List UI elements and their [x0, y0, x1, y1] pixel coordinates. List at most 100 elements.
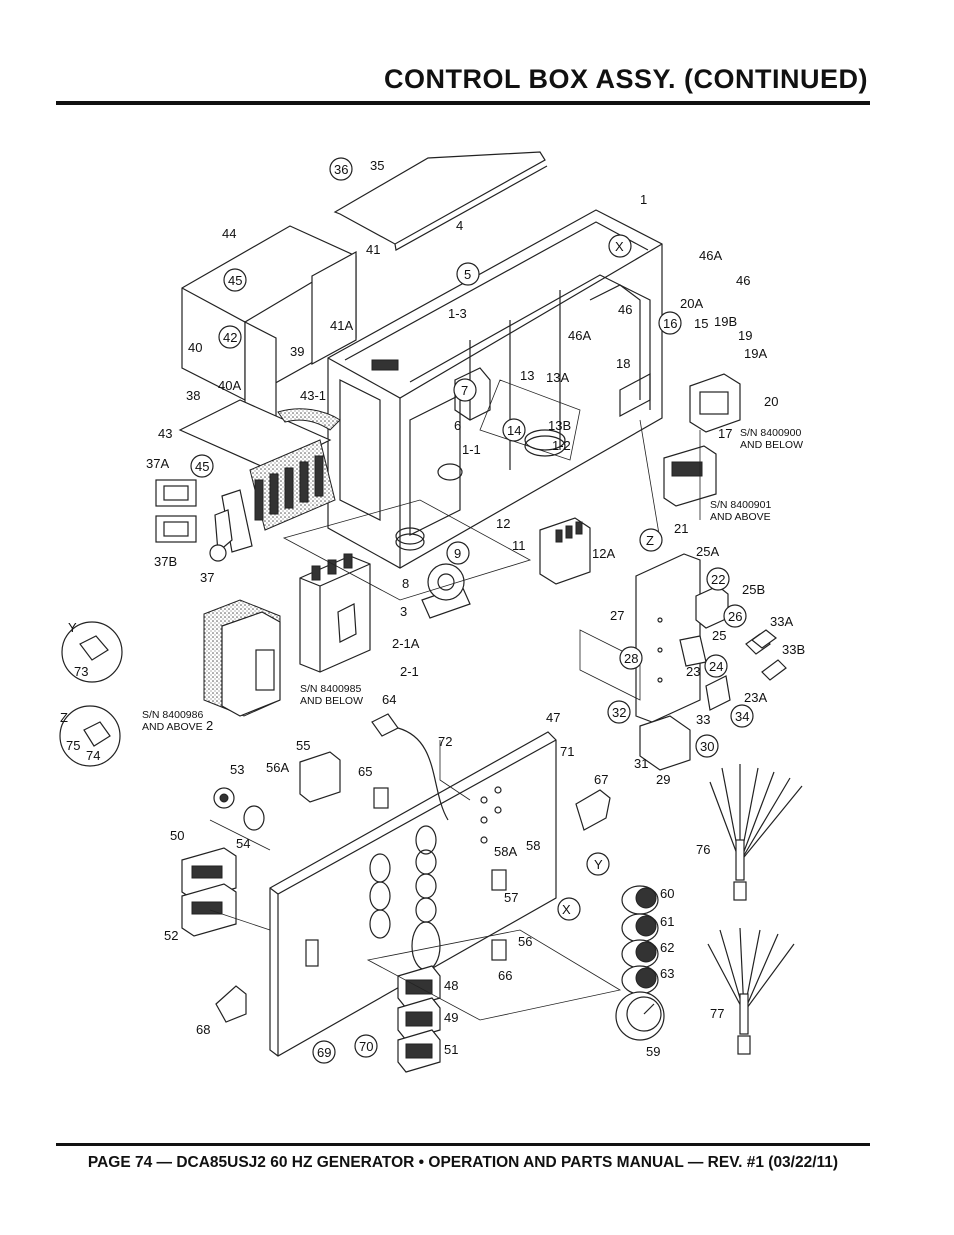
label: 6: [454, 418, 461, 433]
label: 2-1A: [392, 636, 420, 651]
gauge-62: [621, 939, 659, 969]
label: 1-3: [448, 306, 467, 321]
label: 11: [512, 538, 526, 553]
label: 47: [546, 710, 560, 725]
label: 77: [710, 1006, 724, 1021]
header-rule: [56, 101, 870, 105]
label: 64: [382, 692, 396, 707]
label: 62: [660, 940, 674, 955]
subpanel-21: [635, 553, 731, 723]
wire-harness-77: [707, 927, 795, 1055]
label: 37: [200, 570, 214, 585]
label: X: [615, 239, 624, 254]
label: 9: [454, 546, 461, 561]
label: 18: [616, 356, 630, 371]
label: 48: [444, 978, 458, 993]
label: 56: [518, 934, 532, 949]
label: 12A: [592, 546, 615, 561]
label: Y: [594, 857, 603, 872]
label: 2: [206, 718, 213, 733]
label: 33B: [782, 642, 805, 657]
label: 3: [400, 604, 407, 619]
circuit-breaker-2-alt: [203, 599, 281, 717]
label: 43: [158, 426, 172, 441]
label: 71: [560, 744, 574, 759]
cap-54: [243, 805, 265, 831]
label: 56A: [266, 760, 289, 775]
meter-49: [397, 997, 441, 1041]
label: 40: [188, 340, 202, 355]
label: 19A: [744, 346, 767, 361]
bracket-68: [215, 985, 247, 1023]
switch-57: [491, 869, 507, 891]
label: 76: [696, 842, 710, 857]
label: 25: [712, 628, 726, 643]
label: 4: [456, 218, 463, 233]
label: 65: [358, 764, 372, 779]
label: 1-2: [552, 438, 571, 453]
label: 2-1: [400, 664, 419, 679]
label: 57: [504, 890, 518, 905]
label: 53: [230, 762, 244, 777]
meter-51: [397, 1029, 441, 1073]
label: 15: [694, 316, 708, 331]
label: 5: [464, 267, 471, 282]
relay-11: [539, 517, 591, 585]
gauge-60: [621, 885, 659, 915]
gauge-61: [621, 913, 659, 943]
label: 63: [660, 966, 674, 981]
label: 41: [366, 242, 380, 257]
switch-53: [213, 787, 235, 809]
label: 46: [736, 273, 750, 288]
note-line: S/N 8400986: [142, 709, 203, 721]
note-line: S/N 8400901: [710, 499, 771, 511]
page-title: CONTROL BOX ASSY. (CONTINUED): [383, 64, 868, 94]
label: 33: [696, 712, 710, 727]
label: 13A: [546, 370, 569, 385]
label: 70: [359, 1039, 373, 1054]
label: 67: [594, 772, 608, 787]
label: 25A: [696, 544, 719, 559]
front-panel: [269, 731, 557, 1057]
label: 59: [646, 1044, 660, 1059]
label: 26: [728, 609, 742, 624]
label: 1: [640, 192, 647, 207]
footer-rule: [56, 1143, 870, 1146]
plate-37B: [155, 515, 197, 543]
label: 61: [660, 914, 674, 929]
label: 66: [498, 968, 512, 983]
current-transformer-9: [421, 563, 471, 619]
circuit-breaker-2: [299, 553, 371, 673]
label: 13: [520, 368, 534, 383]
switch-65: [373, 787, 389, 809]
label: 39: [290, 344, 304, 359]
fuse-33A: [745, 629, 777, 655]
control-box-1: [327, 209, 663, 569]
label: 34: [735, 709, 749, 724]
label: Y: [68, 620, 77, 635]
page-footer: PAGE 74 — DCA85USJ2 60 HZ GENERATOR • OP…: [87, 1154, 839, 1171]
label: 35: [370, 158, 384, 173]
note-line: AND BELOW: [740, 439, 803, 451]
label: 46A: [568, 328, 591, 343]
meter-17-above: [663, 445, 717, 507]
note-line: S/N 8400985: [300, 683, 361, 695]
label: 55: [296, 738, 310, 753]
label: 69: [317, 1045, 331, 1060]
label: Z: [60, 710, 68, 725]
label: Z: [646, 533, 654, 548]
label: 40A: [218, 378, 241, 393]
label: 20: [764, 394, 778, 409]
part-labels: 35 4 1 44 41 46A 46 41A 1-3 46 20A 40 46…: [60, 158, 805, 1059]
label: 24: [709, 659, 723, 674]
label: 37A: [146, 456, 169, 471]
label: 20A: [680, 296, 703, 311]
label: 13B: [548, 418, 571, 433]
label: 25B: [742, 582, 765, 597]
note-line: S/N 8400900: [740, 427, 801, 439]
label: 41A: [330, 318, 353, 333]
meter-52: [181, 883, 237, 937]
label: 42: [223, 330, 237, 345]
rotary-switch-37: [209, 408, 341, 562]
